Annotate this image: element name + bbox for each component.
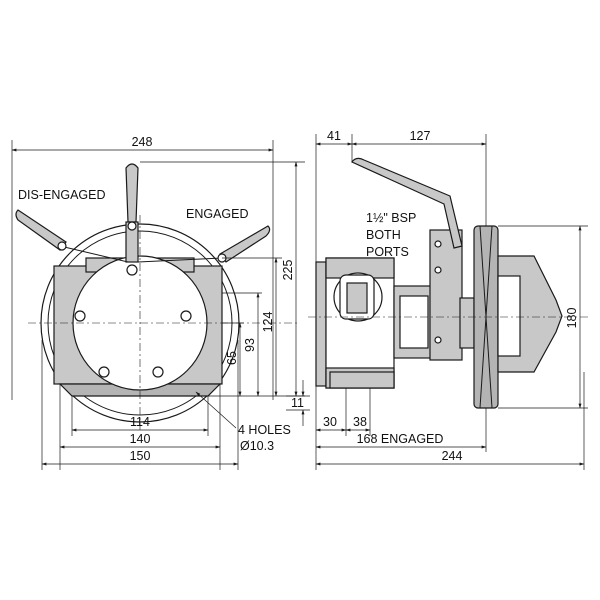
side-top-dims: 41 127 xyxy=(315,129,487,262)
side-bottom-dims: 30 38 168 ENGAGED 244 xyxy=(315,372,585,470)
dim-248-label: 248 xyxy=(132,135,153,149)
dim-127-label: 127 xyxy=(410,129,431,143)
holes-label-line2: Ø10.3 xyxy=(240,439,274,453)
bolt-3 xyxy=(98,366,110,378)
dim-65-label: 65 xyxy=(225,351,239,365)
dim-248: 248 xyxy=(11,135,274,400)
holes-callout: 4 HOLES Ø10.3 xyxy=(195,391,291,453)
dim-244-label: 244 xyxy=(442,449,463,463)
side-end-flange xyxy=(315,261,327,387)
lever-upright xyxy=(125,163,139,223)
bolt-1 xyxy=(74,310,86,322)
side-lower-outlet xyxy=(329,371,395,389)
bolt-4 xyxy=(152,366,164,378)
dim-124-label: 124 xyxy=(261,312,275,333)
dim-140-label: 140 xyxy=(130,432,151,446)
port-label-line2: BOTH xyxy=(366,228,401,242)
front-view xyxy=(15,163,300,430)
bolt-5 xyxy=(126,264,138,276)
dim-150-label: 150 xyxy=(130,449,151,463)
front-base-dims: 114 140 150 xyxy=(41,340,239,470)
holes-label-line1: 4 HOLES xyxy=(238,423,291,437)
side-view xyxy=(308,157,590,409)
dim-114-label: 114 xyxy=(130,415,150,429)
port-label-line1: 1½" BSP xyxy=(366,211,416,225)
dim-41-label: 41 xyxy=(327,129,341,143)
side-pulley-dim: 180 xyxy=(498,225,588,409)
lever-engaged xyxy=(219,225,271,263)
port-label-line3: PORTS xyxy=(366,245,409,259)
dim-93-label: 93 xyxy=(243,338,257,352)
dim-168-label: 168 ENGAGED xyxy=(357,432,444,446)
dim-225-label: 225 xyxy=(281,260,295,281)
dis-engaged-label: DIS-ENGAGED xyxy=(18,188,106,202)
front-height-dims: 225 124 93 65 11 xyxy=(140,161,310,426)
lever-dis-engaged xyxy=(15,209,67,251)
engaged-label: ENGAGED xyxy=(186,207,249,221)
dim-38-label: 38 xyxy=(353,415,367,429)
dim-180-label: 180 xyxy=(565,308,579,329)
dim-11-label: 11 xyxy=(291,396,304,410)
side-lever xyxy=(351,157,463,249)
side-shaft xyxy=(459,297,475,349)
bolt-2 xyxy=(180,310,192,322)
dim-30-label: 30 xyxy=(323,415,337,429)
